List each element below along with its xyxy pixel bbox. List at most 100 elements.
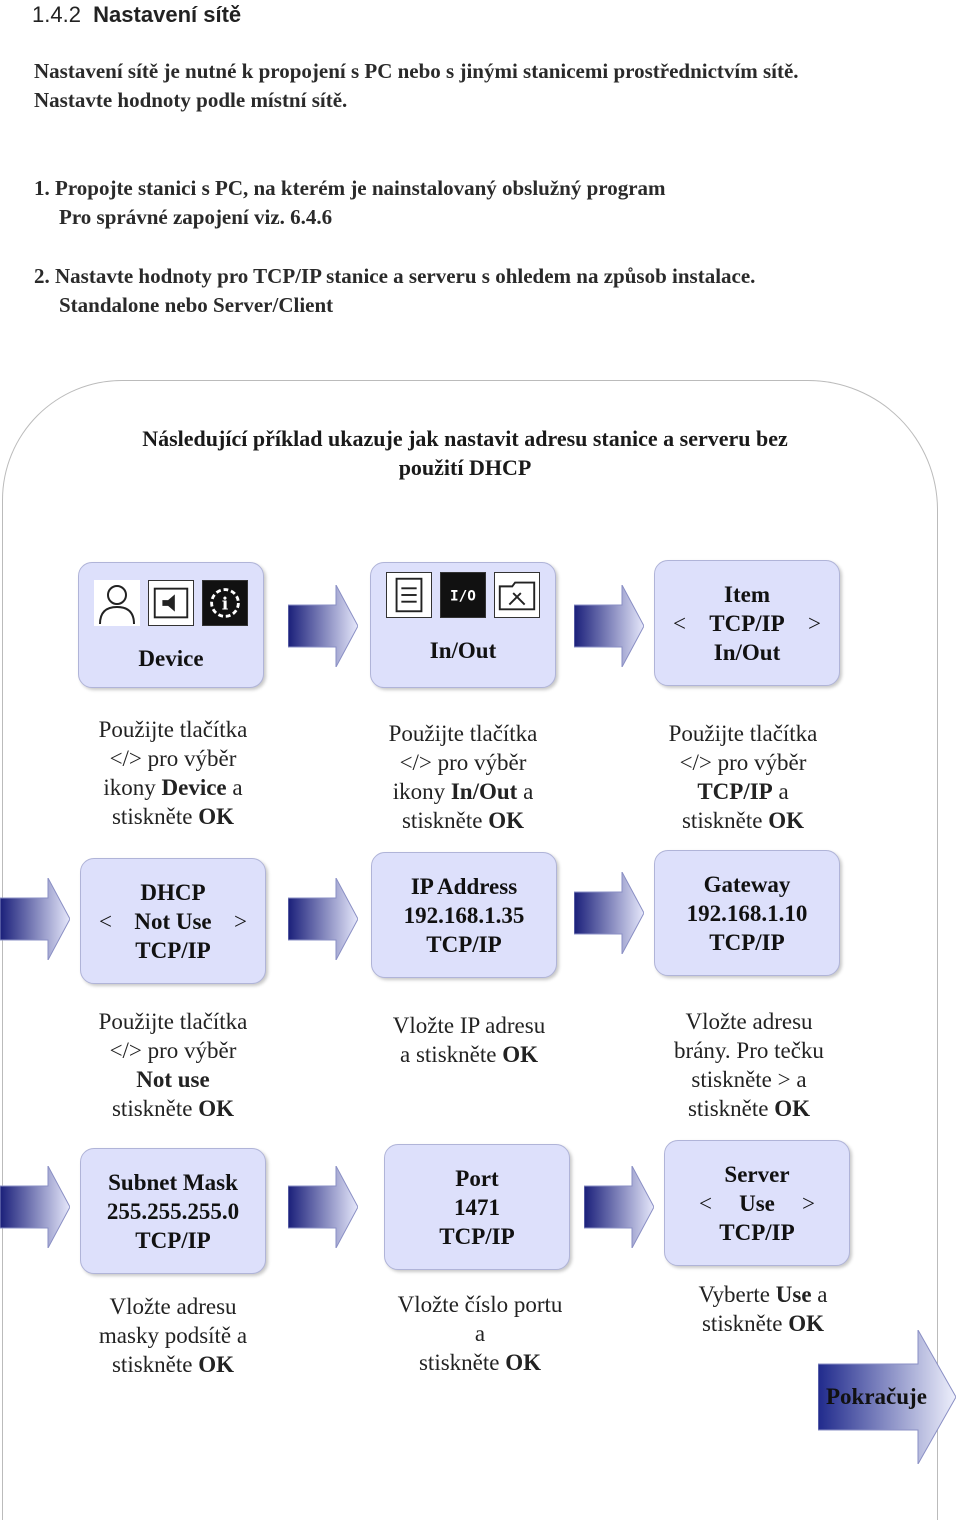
- desc-line: stiskněte OK: [70, 802, 276, 831]
- box-label: In/Out: [429, 638, 497, 663]
- step-line: Standalone nebo Server/Client: [59, 293, 334, 317]
- section-number: 1.4.2: [32, 2, 81, 27]
- svg-text:i: i: [222, 595, 229, 615]
- screen-inout: I/O In/Out: [370, 562, 556, 688]
- desc-text: stiskněte: [111, 1352, 199, 1377]
- desc-inout: Použijte tlačítka </> pro výběr ikony In…: [360, 719, 566, 835]
- example-intro: Následující příklad ukazuje jak nastavit…: [60, 424, 870, 482]
- para-line: Nastavte hodnoty podle místní sítě.: [34, 88, 348, 112]
- desc-line: </> pro výběr: [399, 750, 527, 775]
- desc-bold: OK: [502, 1042, 538, 1067]
- desc-bold: OK: [788, 1311, 825, 1336]
- desc-bold: OK: [768, 808, 805, 833]
- box-line: 1471: [454, 1194, 500, 1220]
- svg-text:I/O: I/O: [450, 589, 476, 605]
- desc-line: a: [474, 1321, 486, 1346]
- desc-text: a: [517, 779, 534, 804]
- box-line: Subnet Mask: [108, 1169, 238, 1195]
- desc-subnet: Vložte adresu masky podsítě a stiskněte …: [70, 1292, 276, 1379]
- right-chevron: >: [808, 610, 821, 636]
- screen-gateway: Gateway 192.168.1.10 TCP/IP: [654, 850, 840, 976]
- arrow-right-icon: [584, 1166, 654, 1248]
- screen-port: Port 1471 TCP/IP: [384, 1144, 570, 1270]
- desc-gateway: Vložte adresu brány. Pro tečku stiskněte…: [644, 1007, 854, 1123]
- box-label: Device: [138, 646, 204, 671]
- desc-line: stiskněte OK: [644, 1094, 854, 1123]
- box-line: Use: [739, 1190, 775, 1216]
- desc-dhcp: Použijte tlačítka </> pro výběr Not use …: [70, 1007, 276, 1123]
- desc-line: Použijte tlačítka: [98, 1009, 248, 1034]
- continue-arrow-icon: [818, 1330, 956, 1464]
- desc-line: brány. Pro tečku: [674, 1038, 824, 1063]
- desc-text: a: [772, 779, 789, 804]
- step-line: 1. Propojte stanici s PC, na kterém je n…: [34, 176, 666, 200]
- desc-line: Použijte tlačítka: [388, 721, 538, 746]
- desc-line: Vyberte Use a: [660, 1280, 866, 1309]
- intro-paragraph: Nastavení sítě je nutné k propojení s PC…: [34, 57, 799, 115]
- arrow-right-icon: [0, 878, 70, 960]
- section-heading: 1.4.2 Nastavení sítě: [32, 2, 241, 28]
- desc-line: masky podsítě a: [98, 1323, 248, 1348]
- desc-text: ikony: [103, 775, 162, 800]
- box-line: TCP/IP: [135, 937, 211, 963]
- intro-line: použití DHCP: [398, 455, 532, 480]
- arrow-right-icon: [0, 1166, 70, 1248]
- desc-line: </> pro výběr: [679, 750, 807, 775]
- desc-text: stiskněte: [418, 1350, 506, 1375]
- box-select-row: < TCP/IP >: [655, 609, 839, 638]
- desc-text: Vyberte: [698, 1282, 776, 1307]
- box-line: TCP/IP: [719, 1219, 795, 1245]
- box-line: IP Address: [410, 873, 518, 899]
- inout-icons: I/O: [386, 572, 540, 618]
- box-line: Item: [724, 581, 770, 607]
- left-chevron: <: [673, 610, 686, 636]
- box-line: TCP/IP: [135, 1227, 211, 1253]
- user-icon: [94, 580, 140, 626]
- left-chevron: <: [699, 1190, 712, 1216]
- arrow-right-icon: [288, 585, 358, 667]
- desc-bold: OK: [198, 1352, 235, 1377]
- gear-info-icon: i: [202, 580, 248, 626]
- desc-line: stiskněte OK: [640, 806, 846, 835]
- step-line: 2. Nastavte hodnoty pro TCP/IP stanice a…: [34, 264, 756, 288]
- box-line: DHCP: [140, 879, 206, 905]
- left-chevron: <: [99, 908, 112, 934]
- desc-line: ikony Device a: [70, 773, 276, 802]
- screen-device: i Device: [78, 562, 264, 688]
- box-line: Gateway: [703, 871, 791, 897]
- right-chevron: >: [802, 1190, 815, 1216]
- device-icons: i: [94, 580, 248, 626]
- desc-line: Vložte adresu: [685, 1009, 813, 1034]
- folder-tools-icon: [494, 572, 540, 618]
- desc-text: stiskněte: [111, 1096, 199, 1121]
- speaker-icon: [148, 580, 194, 626]
- io-icon: I/O: [440, 572, 486, 618]
- desc-line: stiskněte > a: [691, 1067, 807, 1092]
- box-line: 255.255.255.0: [106, 1198, 240, 1224]
- box-line: TCP/IP: [426, 931, 502, 957]
- screen-dhcp: DHCP < Not Use > TCP/IP: [80, 858, 266, 984]
- desc-line: Vložte adresu: [109, 1294, 237, 1319]
- box-line: In/Out: [713, 639, 781, 665]
- arrow-right-icon: [288, 878, 358, 960]
- desc-line: a stiskněte OK: [366, 1040, 572, 1069]
- box-line: TCP/IP: [709, 610, 785, 636]
- desc-text: stiskněte: [681, 808, 769, 833]
- desc-line: Použijte tlačítka: [98, 717, 248, 742]
- desc-line: </> pro výběr: [109, 1038, 237, 1063]
- desc-bold: In/Out: [450, 779, 518, 804]
- intro-line: Následující příklad ukazuje jak nastavit…: [142, 426, 788, 451]
- step-2: 2. Nastavte hodnoty pro TCP/IP stanice a…: [34, 262, 755, 320]
- desc-bold: Not use: [136, 1067, 210, 1092]
- desc-line: Vložte číslo portu: [397, 1292, 563, 1317]
- desc-line: stiskněte OK: [660, 1309, 866, 1338]
- box-line: 192.168.1.35: [403, 902, 525, 928]
- box-line: TCP/IP: [439, 1223, 515, 1249]
- desc-line: stiskněte OK: [70, 1350, 276, 1379]
- desc-line: Vložte IP adresu: [392, 1013, 546, 1038]
- desc-text: a: [811, 1282, 828, 1307]
- screen-server: Server < Use > TCP/IP: [664, 1140, 850, 1266]
- example-frame: [2, 380, 938, 1520]
- desc-bold: Device: [161, 775, 227, 800]
- box-line: TCP/IP: [709, 929, 785, 955]
